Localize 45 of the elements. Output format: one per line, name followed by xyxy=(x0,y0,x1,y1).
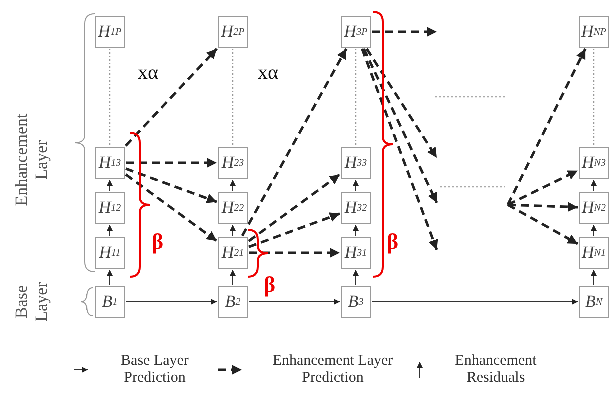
legend-text: Enhancement Layer Prediction xyxy=(272,353,394,387)
arrow xyxy=(230,180,236,192)
arrow xyxy=(508,202,578,212)
dotted-line xyxy=(593,49,595,146)
arrow xyxy=(361,48,438,250)
arrow xyxy=(107,224,113,236)
arrow xyxy=(248,299,340,305)
arrow xyxy=(248,212,340,248)
arrow xyxy=(230,224,236,236)
arrow xyxy=(507,204,579,246)
arrow xyxy=(591,270,597,286)
arrow xyxy=(126,158,217,168)
arrow xyxy=(353,180,359,192)
arrow xyxy=(107,180,113,192)
arrow xyxy=(249,248,340,258)
axis-title: Enhancement Layer xyxy=(12,112,52,208)
arrow xyxy=(126,299,218,305)
arrow xyxy=(107,270,113,286)
arrow xyxy=(126,168,218,204)
arrow xyxy=(241,48,348,237)
arrow xyxy=(506,48,587,206)
weight-label: β xyxy=(387,229,399,255)
arrow xyxy=(353,224,359,236)
weight-label: β xyxy=(152,229,164,255)
axis-title: Base Layer xyxy=(12,281,52,324)
legend-text: Base Layer Prediction xyxy=(120,353,190,387)
arrow xyxy=(125,48,218,147)
arrow xyxy=(125,174,218,242)
arrow xyxy=(591,180,597,192)
arrow xyxy=(366,48,438,159)
arrow xyxy=(372,27,437,37)
legend-text: Enhancement Residuals xyxy=(454,353,538,387)
weight-label: β xyxy=(264,272,276,298)
arrow xyxy=(591,224,597,236)
arrow xyxy=(507,170,579,206)
arrow xyxy=(353,270,359,286)
arrow xyxy=(248,174,341,242)
arrow xyxy=(372,299,578,305)
dotted-line xyxy=(355,49,357,146)
dotted-line xyxy=(232,49,234,146)
weight-label: xα xyxy=(258,62,278,84)
weight-label: xα xyxy=(138,62,158,84)
dotted-line xyxy=(109,49,111,146)
arrow xyxy=(362,48,438,204)
arrow xyxy=(230,270,236,286)
